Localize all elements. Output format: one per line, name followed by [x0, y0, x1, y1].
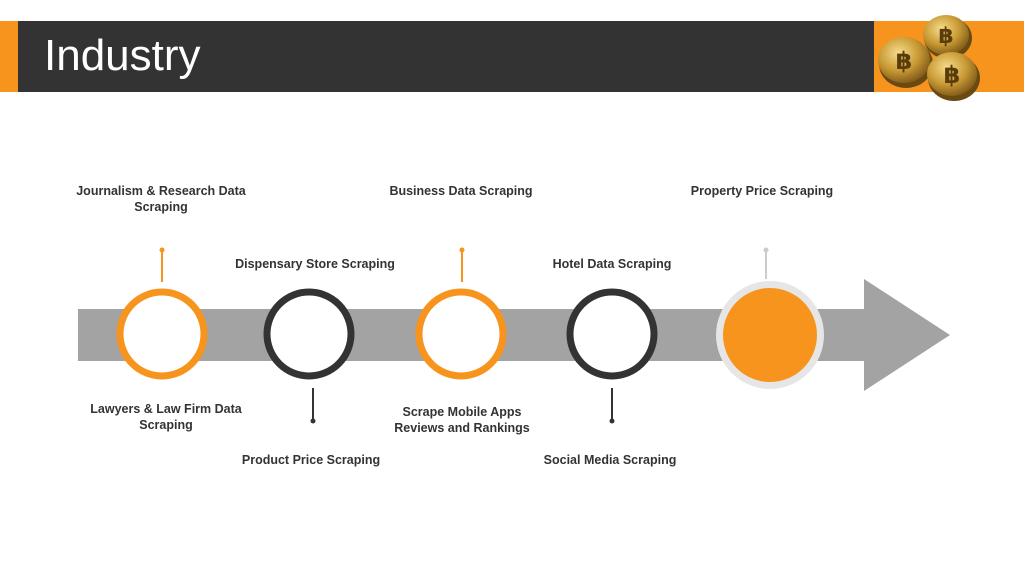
svg-text:฿: ฿: [938, 24, 953, 49]
label-journalism-research: Journalism & Research Data Scraping: [76, 184, 246, 214]
label-mobile-apps: Scrape Mobile Apps Reviews and Rankings: [394, 405, 530, 435]
connector-3: [459, 247, 465, 282]
title-accent-left: [0, 21, 18, 92]
bitcoin-coins-icon: ฿ ฿ ฿: [878, 15, 980, 101]
timeline-node-5: [723, 288, 817, 382]
label-dispensary-store: Dispensary Store Scraping: [235, 257, 395, 271]
connector-2: [310, 388, 316, 424]
connector-1: [159, 247, 165, 282]
label-business-data: Business Data Scraping: [389, 184, 533, 198]
label-social-media: Social Media Scraping: [543, 453, 677, 467]
timeline-node-1: [116, 288, 208, 380]
svg-text:฿: ฿: [896, 47, 913, 75]
label-property-price: Property Price Scraping: [690, 184, 834, 198]
label-hotel-data: Hotel Data Scraping: [552, 257, 672, 271]
timeline-node-3: [415, 288, 507, 380]
label-lawyers-law-firm: Lawyers & Law Firm Data Scraping: [90, 402, 242, 432]
svg-text:฿: ฿: [944, 61, 961, 89]
timeline-arrow-head: [864, 279, 950, 391]
connector-4: [609, 388, 615, 424]
connector-5: [763, 247, 769, 279]
slide-title: Industry: [44, 31, 201, 80]
timeline-node-4: [566, 288, 658, 380]
label-product-price: Product Price Scraping: [241, 453, 381, 467]
timeline-node-2: [263, 288, 355, 380]
